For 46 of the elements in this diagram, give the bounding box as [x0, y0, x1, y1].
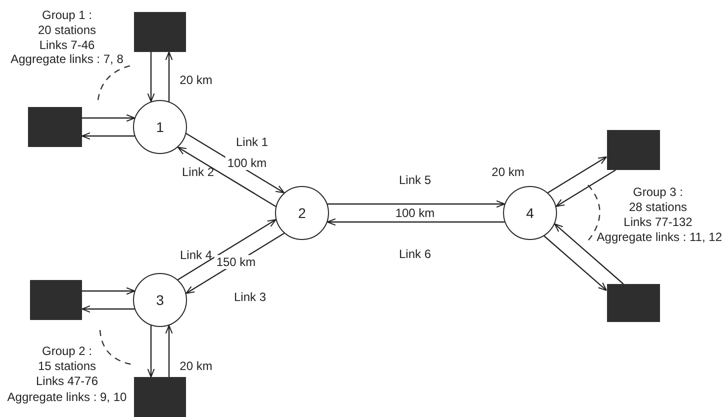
edge-label: Link 2 — [182, 165, 214, 179]
text-label: 28 stations — [628, 200, 688, 214]
arrow — [556, 169, 616, 207]
text-label: Group 2 : — [42, 344, 92, 358]
edge-label: Link 3 — [234, 290, 266, 304]
arrow — [165, 51, 173, 102]
arrow — [147, 52, 155, 102]
text-label: Aggregate links : 9, 10 — [7, 390, 127, 404]
station-block — [30, 280, 82, 320]
text-label: 20 km — [180, 73, 212, 87]
arrow — [326, 218, 505, 226]
arrow — [177, 146, 276, 207]
arrow — [544, 236, 608, 291]
text-label: 15 stations — [38, 359, 96, 373]
edge-label: Link 6 — [398, 247, 432, 261]
station-block — [606, 284, 660, 322]
arrow — [178, 219, 276, 280]
arrow — [554, 223, 624, 284]
text-label: Group 3 : — [632, 185, 684, 199]
arrow — [147, 325, 155, 378]
edge-label: Link 1 — [236, 135, 268, 149]
text-label: 20 km — [492, 165, 524, 179]
text-label: Links 7-46 — [39, 38, 95, 52]
station-block — [606, 130, 660, 170]
text-label: 20 km — [180, 359, 212, 373]
text-label: 100 km — [225, 156, 269, 170]
edge-label: Link 4 — [180, 248, 212, 262]
station-block — [134, 377, 186, 417]
arrow — [548, 156, 608, 194]
text-label: Links 77-132 — [624, 215, 692, 229]
text-label: 20 stations — [38, 23, 96, 37]
text-label: Links 47-76 — [36, 374, 98, 388]
text-label: Aggregate links : 7, 8 — [10, 52, 124, 66]
station-block — [28, 107, 82, 147]
arrow — [82, 287, 136, 295]
text-label: 150 km — [214, 255, 258, 269]
edge-label: Link 5 — [398, 173, 432, 187]
station-block — [134, 12, 186, 52]
text-label: Group 1 : — [42, 8, 92, 22]
arrow — [165, 324, 173, 377]
arrow — [82, 114, 136, 122]
arrow — [327, 200, 506, 208]
text-label: Aggregate links : 11, 12 — [596, 230, 722, 244]
text-label: 100 km — [395, 206, 435, 220]
arrow — [81, 305, 135, 313]
arrow — [81, 132, 135, 140]
